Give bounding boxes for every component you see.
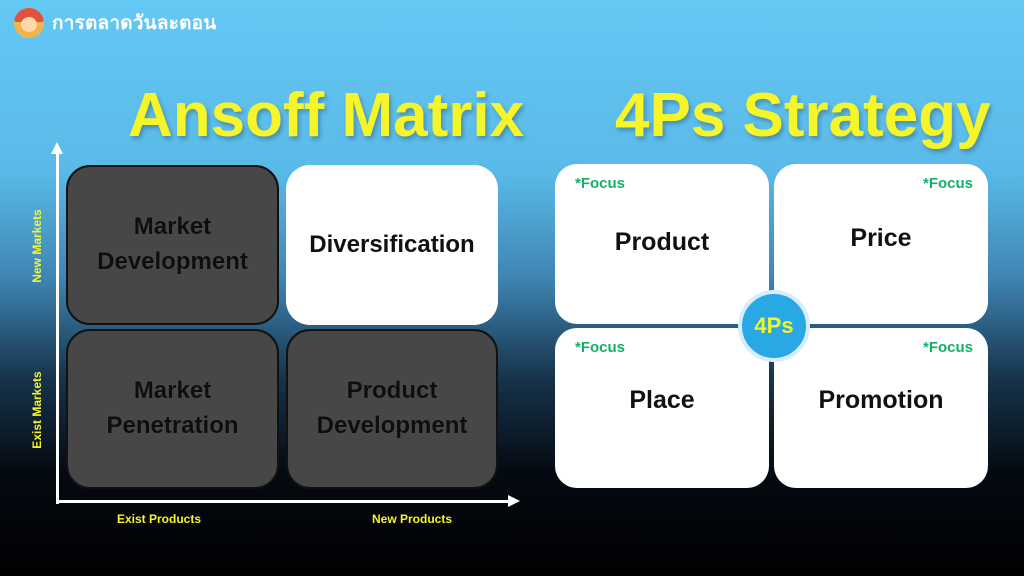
quadrant-label: Price bbox=[850, 224, 912, 252]
quadrant-label: Promotion bbox=[818, 386, 944, 414]
cell-market-penetration: Market Penetration bbox=[66, 329, 279, 489]
center-badge-4ps: 4Ps bbox=[738, 290, 810, 362]
y-axis-label-exist-markets: Exist Markets bbox=[30, 371, 44, 449]
fourps-title: 4Ps Strategy bbox=[615, 81, 991, 150]
ansoff-title: Ansoff Matrix bbox=[128, 81, 525, 150]
brand-name: การตลาดวันละตอน bbox=[52, 13, 217, 34]
quadrant-place: *Focus Place bbox=[555, 328, 769, 488]
y-axis-line bbox=[56, 148, 59, 504]
focus-tag: *Focus bbox=[575, 339, 626, 356]
x-axis-label-new-products: New Products bbox=[371, 512, 453, 526]
cell-line: Diversification bbox=[309, 230, 475, 258]
cell-market-development: Market Development bbox=[66, 165, 279, 325]
cell-line: Development bbox=[97, 248, 248, 275]
brand-avatar-icon bbox=[14, 8, 44, 38]
y-axis-label-new-markets: New Markets bbox=[30, 209, 44, 283]
cell-diversification: Diversification bbox=[286, 165, 498, 325]
cell-line: Market bbox=[133, 377, 212, 405]
y-axis-arrow-icon bbox=[51, 142, 63, 154]
quadrant-label: Place bbox=[629, 386, 695, 414]
cell-line: Market bbox=[133, 213, 212, 241]
x-axis-arrow-icon bbox=[508, 495, 520, 507]
focus-tag: *Focus bbox=[575, 175, 626, 192]
quadrant-promotion: *Focus Promotion bbox=[774, 328, 988, 488]
focus-tag: *Focus bbox=[922, 339, 973, 356]
focus-tag: *Focus bbox=[922, 175, 973, 192]
quadrant-product: *Focus Product bbox=[555, 164, 769, 324]
quadrant-label: Product bbox=[614, 228, 710, 256]
quadrant-price: *Focus Price bbox=[774, 164, 988, 324]
x-axis-line bbox=[56, 500, 512, 503]
cell-line: Product bbox=[346, 377, 438, 405]
x-axis-label-exist-products: Exist Products bbox=[116, 512, 202, 526]
cell-product-development: Product Development bbox=[286, 329, 498, 489]
cell-line: Development bbox=[316, 412, 468, 439]
brand: การตลาดวันละตอน bbox=[14, 8, 216, 38]
cell-line: Penetration bbox=[106, 412, 239, 439]
